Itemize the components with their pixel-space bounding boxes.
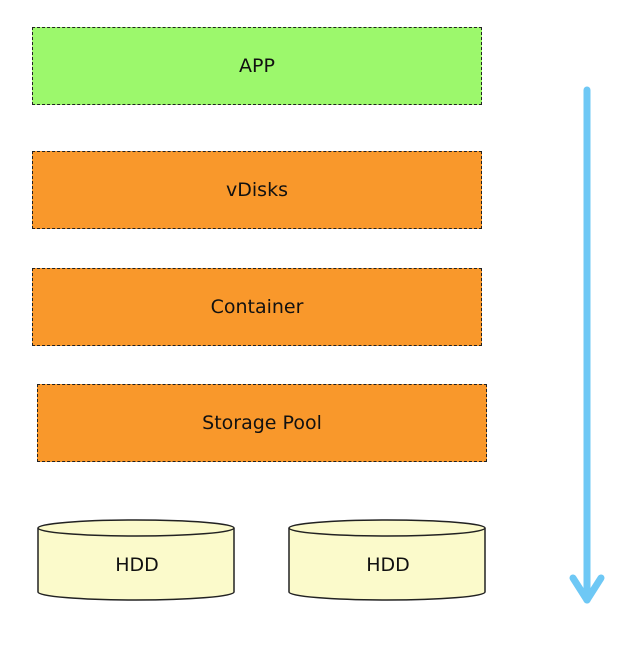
app-layer: APP [32,27,482,105]
hdd-label-2: HDD [366,554,410,576]
vdisks-layer-label: vDisks [226,179,288,201]
hdd-label-1: HDD [115,554,159,576]
flow-arrow-down-icon [569,86,605,604]
container-layer: Container [32,268,482,346]
app-layer-label: APP [239,55,275,77]
vdisks-layer: vDisks [32,151,482,229]
container-layer-label: Container [210,296,304,318]
storage-pool-layer: Storage Pool [37,384,487,462]
storage-pool-layer-label: Storage Pool [202,412,322,434]
